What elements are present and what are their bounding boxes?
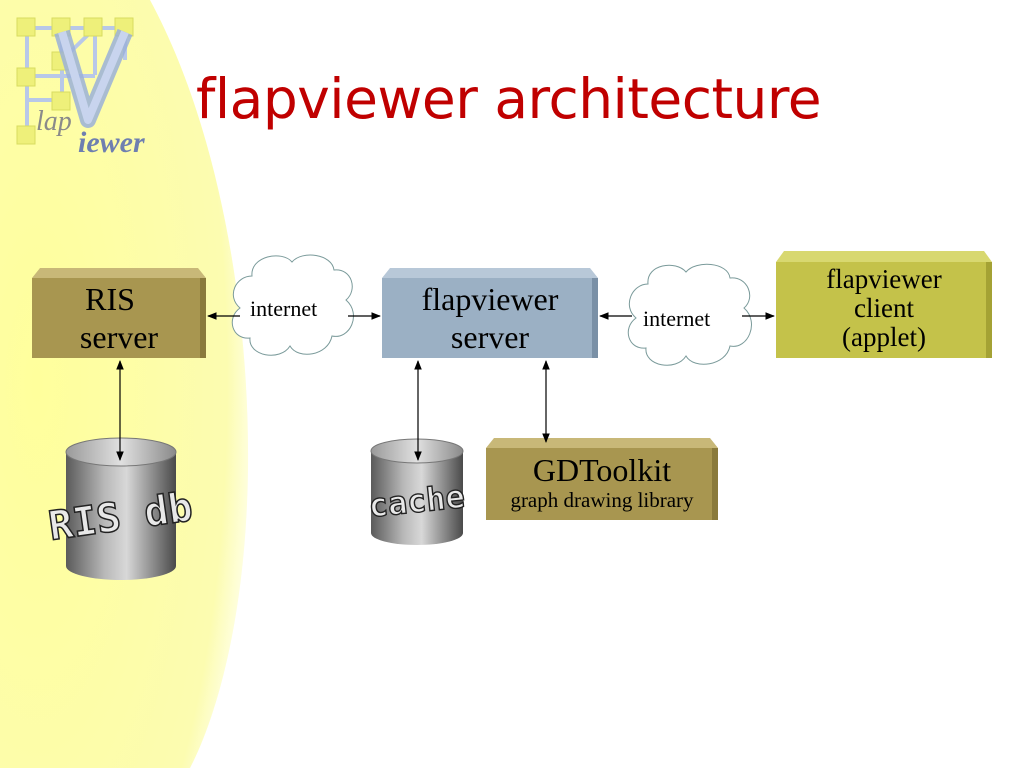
page-title: flapviewer architecture <box>196 67 822 131</box>
flapviewer-server-label: flapviewer server <box>382 283 598 353</box>
right-internet-cloud <box>627 263 752 366</box>
ris-server-line2: server <box>79 319 159 355</box>
right-cloud-label: internet <box>643 306 711 331</box>
gdtoolkit-label: GDToolkit graph drawing library <box>486 454 718 511</box>
cache-label: cache <box>367 477 467 525</box>
logo-text-lap: lap <box>36 106 72 137</box>
flapviewer-server-box <box>382 268 598 358</box>
client-line1: flapviewer <box>826 264 942 294</box>
ris-server-box <box>32 268 206 358</box>
flapviewer-server-line1: flapviewer <box>421 281 559 317</box>
ris-server-label: RIS server <box>32 283 206 353</box>
left-cloud-label: internet <box>250 296 318 321</box>
client-line3: (applet) <box>842 322 926 352</box>
gdtoolkit-name: GDToolkit <box>532 452 672 488</box>
ris-server-line1: RIS <box>85 281 135 317</box>
flapviewer-server-line2: server <box>450 319 530 355</box>
gdtoolkit-subtitle: graph drawing library <box>510 488 694 512</box>
client-box <box>776 251 992 358</box>
logo-text-iewer: iewer <box>78 126 145 159</box>
logo-icon <box>16 17 134 145</box>
client-line2: client <box>854 293 914 323</box>
connectors <box>116 312 775 461</box>
background-blob <box>0 0 249 768</box>
left-internet-cloud <box>231 254 354 356</box>
client-label: flapviewer client (applet) <box>776 266 992 351</box>
